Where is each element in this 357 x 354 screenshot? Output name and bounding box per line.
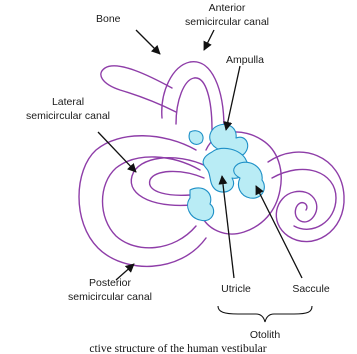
label-ampulla: Ampulla	[226, 54, 264, 66]
label-lateral-line1: Lateral	[52, 96, 84, 108]
ampulla-small	[189, 131, 203, 145]
arrow-lateral	[98, 132, 136, 172]
pointer-arrows	[98, 30, 302, 280]
otolith-brace	[218, 306, 312, 322]
label-bone: Bone	[96, 13, 121, 25]
label-utricle: Utricle	[221, 283, 251, 295]
posterior-canal-outer	[79, 136, 206, 267]
label-otolith: Otolith	[250, 329, 281, 341]
anterior-canal-inner	[176, 78, 212, 130]
lateral-canal-stub	[101, 66, 176, 112]
arrow-anterior	[204, 30, 214, 50]
figure-caption: ctive structure of the human vestibular	[89, 343, 266, 354]
posterior-canal-inner	[103, 157, 201, 248]
label-lateral-line2: semicircular canal	[26, 110, 110, 122]
lower-membranous-blob	[188, 188, 214, 221]
label-saccule: Saccule	[292, 283, 330, 295]
label-anterior-line1: Anterior	[209, 2, 246, 14]
arrow-bone	[136, 30, 160, 54]
label-posterior-line1: Posterior	[89, 277, 132, 289]
anterior-canal-outer	[162, 62, 224, 128]
arrow-saccule	[256, 186, 302, 278]
arrow-ampulla	[226, 66, 240, 130]
label-posterior-line2: semicircular canal	[68, 291, 152, 303]
label-anterior-line2: semicircular canal	[185, 16, 269, 28]
